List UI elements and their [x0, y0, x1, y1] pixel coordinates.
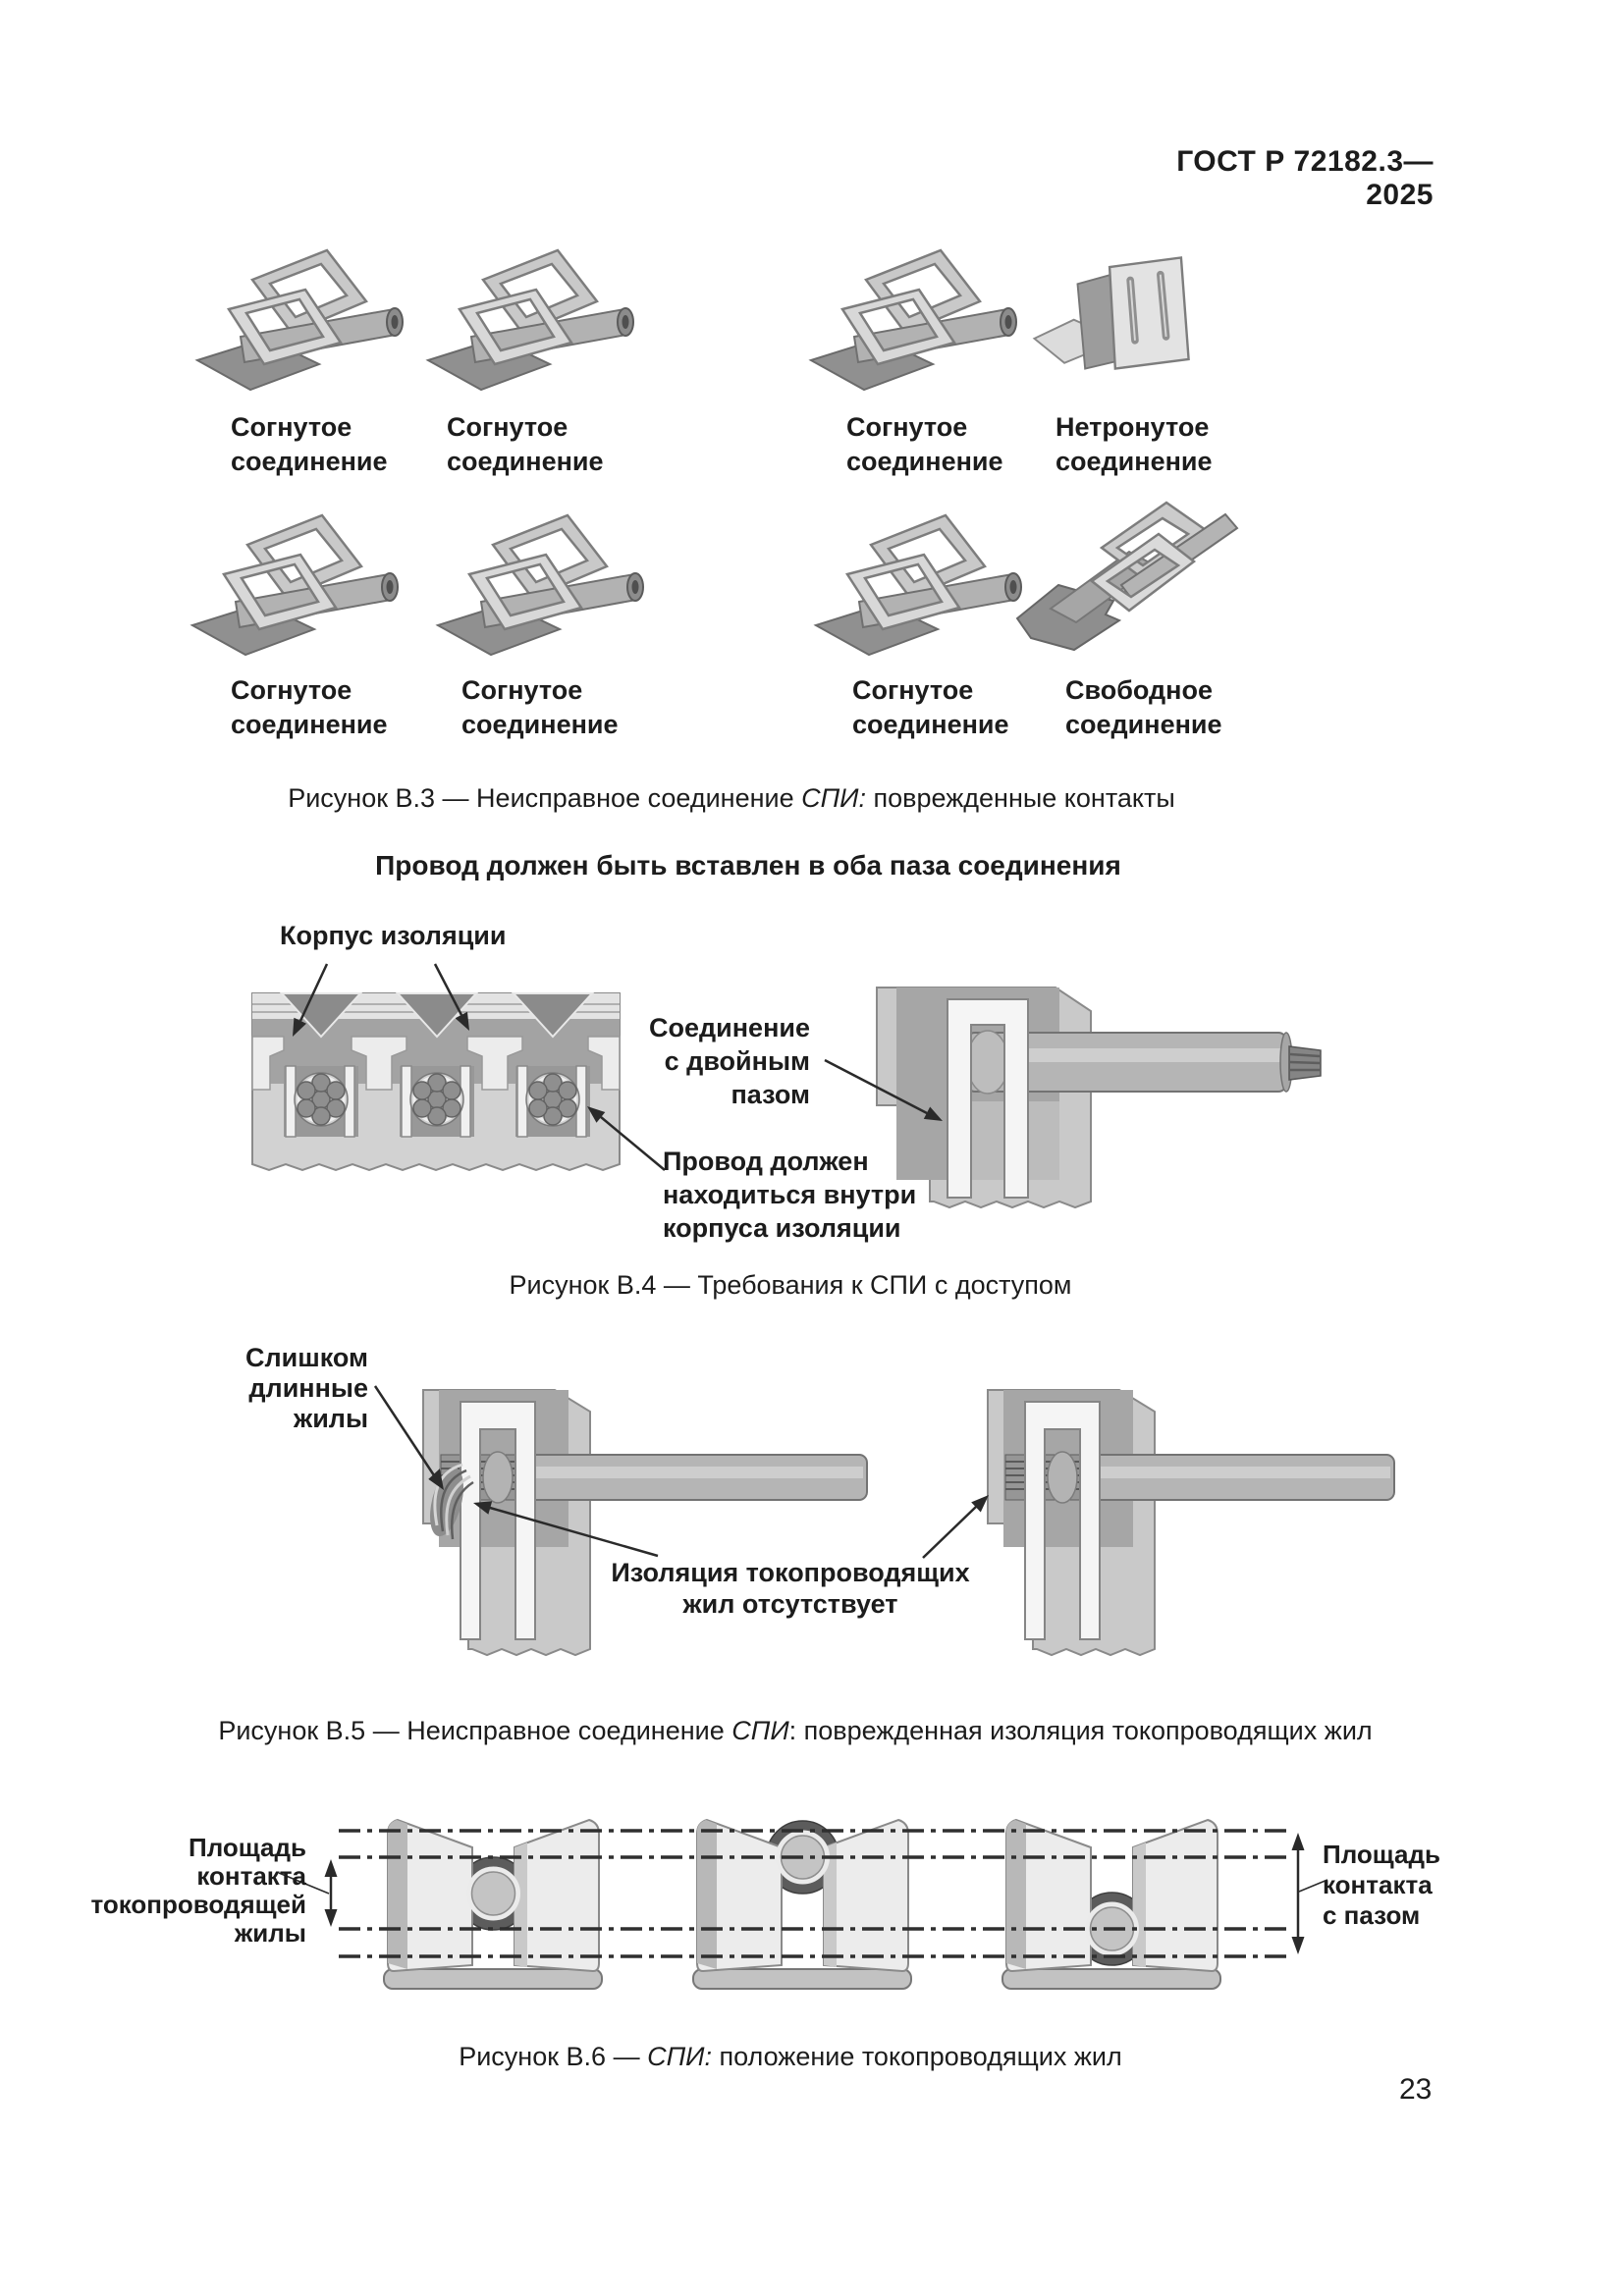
wire-position-illustration	[278, 1818, 1328, 1990]
label-line: жил отсутствует	[682, 1589, 898, 1619]
label-line: Площадь	[1323, 1840, 1440, 1869]
label-line: с пазом	[1323, 1900, 1421, 1930]
dimension-arrows	[278, 1833, 1328, 1954]
figure-b6-caption: Рисунок В.6 — СПИ: положение токопроводя…	[0, 2042, 1581, 2072]
insulation-body-label: Корпус изоляции	[280, 921, 507, 950]
double-slot-label: Соединение с двойным пазом	[609, 1011, 810, 1111]
figure-b3-caption: Рисунок В.3 — Неисправное соединение СПИ…	[0, 783, 1463, 814]
connector-label: Согнутое соединение	[852, 673, 1009, 742]
connector-label: Согнутое соединение	[461, 673, 619, 742]
label-line: Провод должен	[663, 1147, 869, 1176]
wire-contact-area-label: Площадь контакта токопроводящей жилы	[69, 1834, 306, 1948]
label-line: соединение	[461, 710, 619, 739]
bent-connector-illustration	[187, 506, 422, 672]
wire-inside-label: Провод должен находиться внутри корпуса …	[663, 1145, 916, 1245]
label-line: длинные	[248, 1373, 368, 1403]
label-line: Согнутое	[852, 675, 974, 705]
caption-text: Рисунок В.5 — Неисправное соединение	[218, 1716, 732, 1745]
caption-italic: СПИ:	[647, 2042, 712, 2071]
bent-connector-illustration	[432, 506, 668, 672]
caption-text: : поврежденная изоляция токопроводящих ж…	[788, 1716, 1373, 1745]
label-line: находиться внутри	[663, 1180, 917, 1209]
caption-text: поврежденные контакты	[866, 783, 1175, 813]
label-line: соединение	[231, 447, 388, 476]
figure-b4-heading: Провод должен быть вставлен в оба паза с…	[375, 850, 1121, 881]
label-line: соединение	[231, 710, 388, 739]
idc-cross-section-illustration	[251, 963, 1322, 1209]
label-line: токопроводящей	[90, 1890, 306, 1919]
caption-text: Рисунок В.3 — Неисправное соединение	[288, 783, 802, 813]
bent-connector-illustration	[422, 240, 658, 407]
connector-label: Согнутое соединение	[231, 410, 388, 479]
label-line: Нетронутое	[1056, 412, 1210, 442]
annotation-arrows	[373, 1385, 989, 1559]
figure-b5-caption: Рисунок В.5 — Неисправное соединение СПИ…	[0, 1716, 1591, 1746]
label-line: Согнутое	[231, 675, 352, 705]
free-connector-illustration	[1011, 491, 1267, 677]
label-line: жилы	[294, 1404, 368, 1433]
page-header: ГОСТ Р 72182.3—2025	[1176, 145, 1434, 211]
connector-label: Согнутое соединение	[846, 410, 1003, 479]
damaged-insulation-illustration	[373, 1385, 1395, 1657]
label-line: соединение	[1065, 710, 1222, 739]
label-line: соединение	[447, 447, 604, 476]
label-line: соединение	[852, 710, 1009, 739]
label-line: Площадь	[189, 1833, 306, 1862]
label-line: контакта	[196, 1861, 306, 1891]
label-line: корпуса изоляции	[663, 1213, 901, 1243]
bent-connector-illustration	[810, 506, 1046, 672]
intact-connector-illustration	[1021, 243, 1247, 405]
caption-text: Рисунок В.6 —	[459, 2042, 648, 2071]
label-line: Слишком	[244, 1343, 368, 1372]
label-line: Соединение	[649, 1013, 810, 1042]
connector-label: Свободное соединение	[1065, 673, 1222, 742]
no-insulation-label: Изоляция токопроводящих жил отсутствует	[545, 1557, 1036, 1620]
caption-text: положение токопроводящих жил	[711, 2042, 1122, 2071]
annotation-arrows	[293, 963, 943, 1171]
label-line: жилы	[234, 1918, 306, 1948]
connector-label: Нетронутое соединение	[1056, 410, 1213, 479]
reference-dash-lines	[339, 1829, 1286, 1958]
label-line: контакта	[1323, 1870, 1433, 1899]
label-line: соединение	[1056, 447, 1213, 476]
connector-label: Согнутое соединение	[447, 410, 604, 479]
label-line: с двойным	[664, 1046, 810, 1076]
label-line: Согнутое	[846, 412, 968, 442]
label-line: Согнутое	[447, 412, 568, 442]
bent-connector-illustration	[191, 240, 427, 407]
label-line: Свободное	[1065, 675, 1214, 705]
bent-connector-illustration	[805, 240, 1041, 407]
page-number: 23	[1399, 2073, 1433, 2106]
figure-b4-caption: Рисунок В.4 — Требования к СПИ с доступо…	[509, 1270, 1072, 1300]
label-line: Изоляция токопроводящих	[611, 1558, 970, 1587]
connector-label: Согнутое соединение	[231, 673, 388, 742]
label-line: Согнутое	[461, 675, 583, 705]
caption-italic: СПИ:	[801, 783, 866, 813]
label-line: соединение	[846, 447, 1003, 476]
label-line: Согнутое	[231, 412, 352, 442]
long-strands-label: Слишком длинные жилы	[206, 1343, 368, 1434]
caption-italic: СПИ	[731, 1716, 789, 1745]
slot-contact-area-label: Площадь контакта с пазом	[1323, 1840, 1440, 1931]
label-line: пазом	[731, 1080, 810, 1109]
